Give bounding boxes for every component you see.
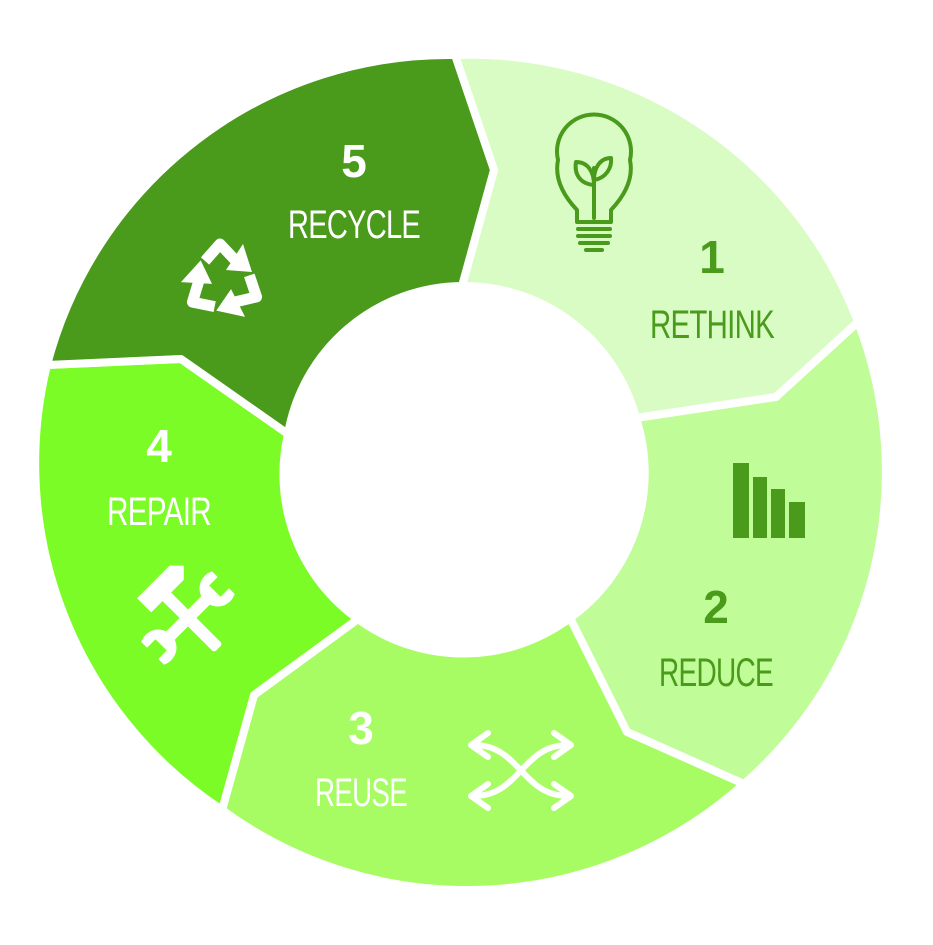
step-number-reduce: 2 (703, 581, 729, 633)
step-number-rethink: 1 (699, 231, 725, 283)
tools-icon (137, 565, 235, 665)
lightbulb-icon (555, 112, 633, 252)
step-label-reuse: REUSE (315, 771, 407, 815)
step-label-recycle: RECYCLE (288, 203, 420, 247)
step-label-reduce: REDUCE (659, 651, 773, 695)
center-hole (288, 288, 644, 644)
bar-chart-icon (733, 463, 805, 538)
step-label-rethink: RETHINK (650, 303, 775, 347)
segment-reduce (566, 318, 890, 788)
step-number-repair: 4 (146, 420, 172, 472)
segment-recycle (43, 50, 498, 438)
shuffle-icon (468, 730, 574, 811)
step-label-repair: REPAIR (107, 490, 211, 534)
step-number-reuse: 3 (348, 702, 374, 754)
segment-repair (31, 355, 362, 814)
step-number-recycle: 5 (341, 135, 367, 187)
recycle-icon (180, 238, 263, 317)
